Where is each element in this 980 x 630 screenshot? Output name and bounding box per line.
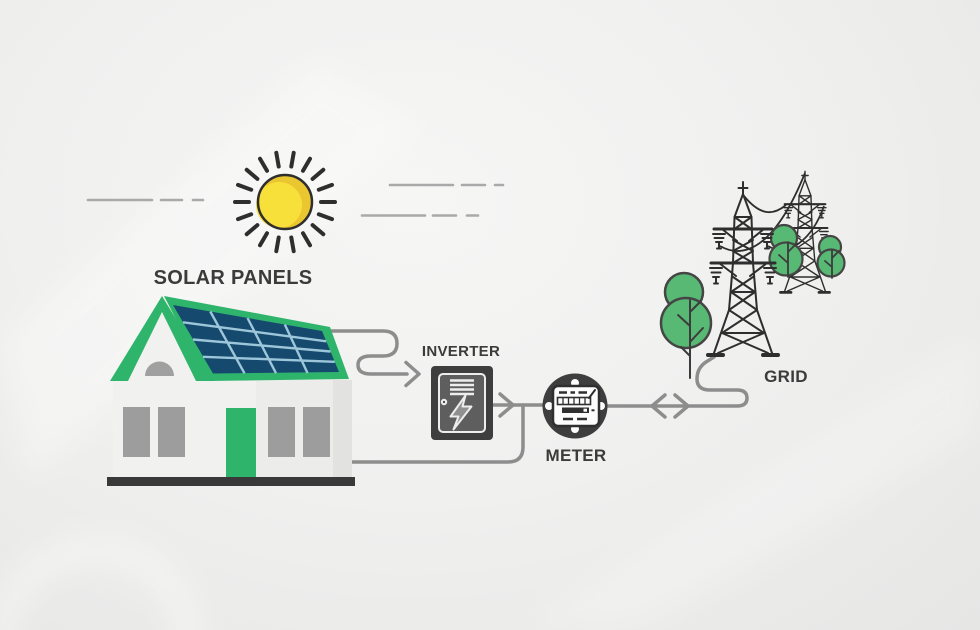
flow-meter-to-grid: [605, 355, 749, 408]
meter-face: [551, 384, 601, 428]
small-tree-left-icon: [768, 223, 804, 278]
house-window: [123, 407, 150, 457]
house-window: [268, 407, 295, 457]
house-base: [107, 477, 355, 486]
inverter-vents: [450, 379, 474, 396]
lightning-bolt-icon: [449, 394, 473, 431]
meter-needle: [588, 389, 596, 399]
inverter-icon: [431, 366, 493, 440]
small-tree-right-icon: [816, 234, 846, 279]
flow-solar-to-inverter: [326, 329, 409, 376]
meter-bar: [562, 407, 589, 413]
meter-label: METER: [545, 446, 607, 465]
transmission-tower-near-icon: [706, 180, 780, 357]
arrow-right-icon: [498, 392, 515, 418]
wind-dashes: [86, 183, 505, 217]
flow-meter-to-house: [344, 403, 525, 464]
arrow-right-icon: [404, 360, 421, 388]
sun-icon: [233, 150, 337, 254]
house-door: [226, 408, 256, 478]
grid-label: GRID: [764, 367, 808, 386]
meter-icon: [542, 373, 608, 439]
solar-panel-grid: [182, 310, 335, 374]
house-icon: [107, 296, 355, 486]
house-window: [303, 407, 330, 457]
sun-rays: [233, 150, 337, 254]
arrow-left-icon: [650, 393, 667, 419]
big-tree-icon: [659, 271, 713, 379]
background-streaks: [0, 60, 980, 630]
solar-panels-label: SOLAR PANELS: [153, 267, 313, 289]
arch-window: [145, 361, 174, 376]
arrow-right-icon: [673, 393, 690, 419]
house-window: [158, 407, 185, 457]
inverter-label: INVERTER: [421, 343, 501, 360]
